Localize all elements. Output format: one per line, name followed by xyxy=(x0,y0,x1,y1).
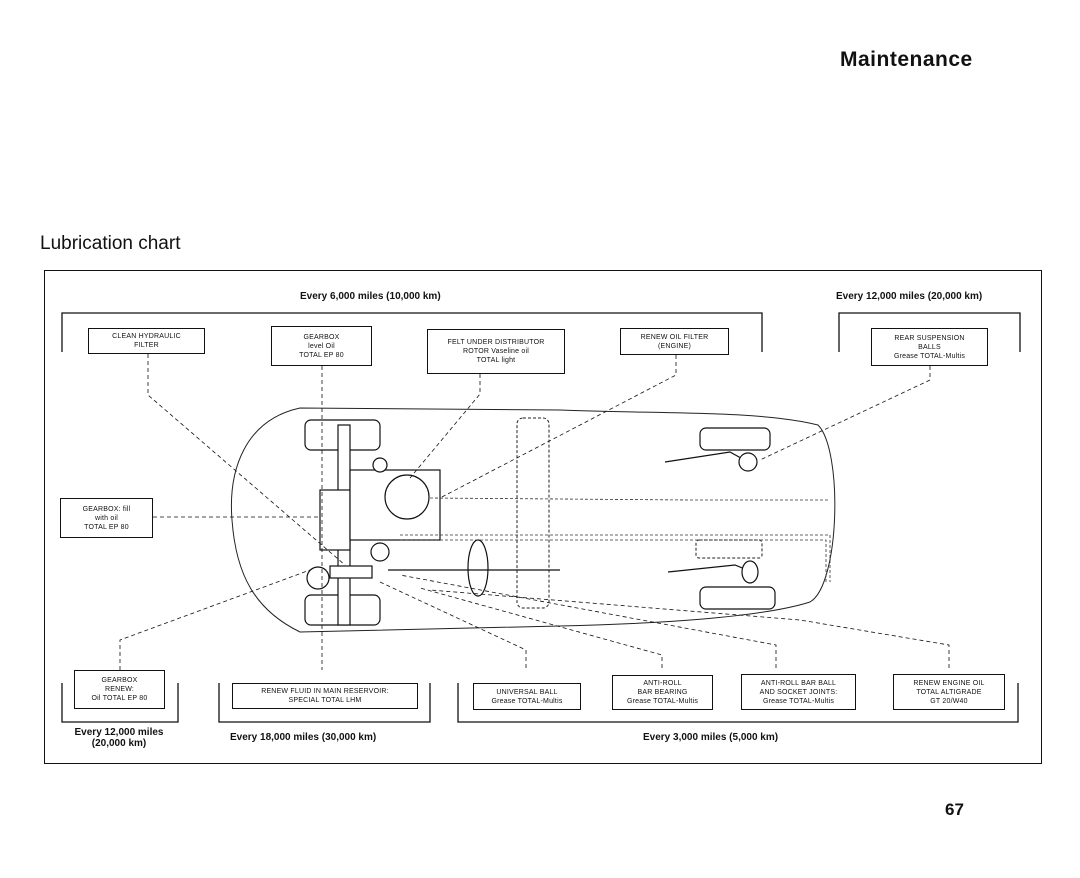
interval-bottom-12000: Every 12,000 miles (20,000 km) xyxy=(56,727,182,749)
drivetrain xyxy=(304,419,776,626)
label-line: GEARBOX xyxy=(101,677,138,684)
label-anti-roll-bearing: ANTI-ROLL BAR BEARING Grease TOTAL-Multi… xyxy=(612,675,713,710)
label-line: TOTAL EP 80 xyxy=(84,523,129,531)
section-title: Maintenance xyxy=(840,48,973,71)
label-line: ROTOR Vaseline oil xyxy=(463,348,529,355)
label-line: RENEW OIL FILTER xyxy=(640,333,709,341)
label-oil-filter: RENEW OIL FILTER (ENGINE) xyxy=(620,328,729,355)
bracket-6000 xyxy=(61,312,763,352)
page-number: 67 xyxy=(945,800,964,819)
label-line: Grease TOTAL-Multis xyxy=(626,698,699,705)
label-line: Grease TOTAL-Multis xyxy=(762,697,835,705)
chart-frame xyxy=(44,270,1042,764)
label-line: TOTAL EP 80 xyxy=(299,351,344,359)
label-engine-oil: RENEW ENGINE OIL TOTAL ALTIGRADE GT 20/W… xyxy=(893,674,1005,710)
label-gearbox-renew: GEARBOX RENEW: Oil TOTAL EP 80 xyxy=(74,670,165,709)
label-line: level Oil xyxy=(308,342,335,350)
label-line: GEARBOX xyxy=(303,333,340,341)
label-line: RENEW FLUID IN MAIN RESERVOIR: xyxy=(261,688,389,695)
bracket-18000 xyxy=(218,683,431,723)
interval-18000: Every 18,000 miles (30,000 km) xyxy=(230,732,377,743)
bracket-3000 xyxy=(457,683,1019,723)
label-reservoir: RENEW FLUID IN MAIN RESERVOIR: SPECIAL T… xyxy=(232,683,418,709)
label-line: BAR BEARING xyxy=(637,689,688,696)
bracket-bottom-12000 xyxy=(61,683,179,723)
bracket-top-12000 xyxy=(838,312,1021,352)
label-line: BALLS xyxy=(918,343,941,351)
chart-title: Lubrication chart xyxy=(40,233,181,254)
label-line: SPECIAL TOTAL LHM xyxy=(288,697,362,704)
car-outline xyxy=(230,407,836,633)
interval-6000: Every 6,000 miles (10,000 km) xyxy=(300,291,441,302)
label-line: Grease TOTAL-Multis xyxy=(491,697,563,705)
interval-bottom-12000-line2: (20,000 km) xyxy=(91,738,147,749)
label-line: RENEW: xyxy=(104,686,135,693)
label-line: ANTI-ROLL BAR BALL xyxy=(760,679,837,687)
label-line: with oil xyxy=(95,514,118,522)
label-line: Grease TOTAL-Multis xyxy=(893,352,966,360)
label-line: UNIVERSAL BALL xyxy=(496,688,558,696)
label-line: AND SOCKET JOINTS: xyxy=(759,688,838,696)
label-line: FILTER xyxy=(134,342,159,349)
label-rear-suspension: REAR SUSPENSION BALLS Grease TOTAL-Multi… xyxy=(871,328,988,366)
label-universal-ball: UNIVERSAL BALL Grease TOTAL-Multis xyxy=(473,683,581,710)
label-line: CLEAN HYDRAULIC xyxy=(112,333,181,340)
interval-top-12000: Every 12,000 miles (20,000 km) xyxy=(836,291,983,302)
label-gearbox-fill: GEARBOX: fill with oil TOTAL EP 80 xyxy=(60,498,153,538)
label-gearbox-level: GEARBOX level Oil TOTAL EP 80 xyxy=(271,326,372,366)
label-hydraulic-filter: CLEAN HYDRAULIC FILTER xyxy=(88,328,205,354)
label-line: REAR SUSPENSION xyxy=(894,334,965,342)
label-line: TOTAL ALTIGRADE xyxy=(916,688,982,696)
interval-bottom-12000-line1: Every 12,000 miles xyxy=(74,727,164,738)
label-line: GEARBOX: fill xyxy=(82,505,131,513)
label-line: FELT UNDER DISTRIBUTOR xyxy=(447,339,545,346)
label-line: GT 20/W40 xyxy=(930,697,968,705)
label-distributor: FELT UNDER DISTRIBUTOR ROTOR Vaseline oi… xyxy=(427,329,565,374)
label-line: RENEW ENGINE OIL xyxy=(913,679,985,687)
label-line: Oil TOTAL EP 80 xyxy=(91,695,148,702)
drive-lines xyxy=(400,497,831,584)
label-line: TOTAL light xyxy=(476,357,516,364)
label-line: (ENGINE) xyxy=(657,342,692,350)
label-line: ANTI-ROLL xyxy=(643,680,682,687)
leader-lines xyxy=(119,354,950,670)
label-anti-roll-joints: ANTI-ROLL BAR BALL AND SOCKET JOINTS: Gr… xyxy=(741,674,856,710)
interval-3000: Every 3,000 miles (5,000 km) xyxy=(643,732,779,743)
